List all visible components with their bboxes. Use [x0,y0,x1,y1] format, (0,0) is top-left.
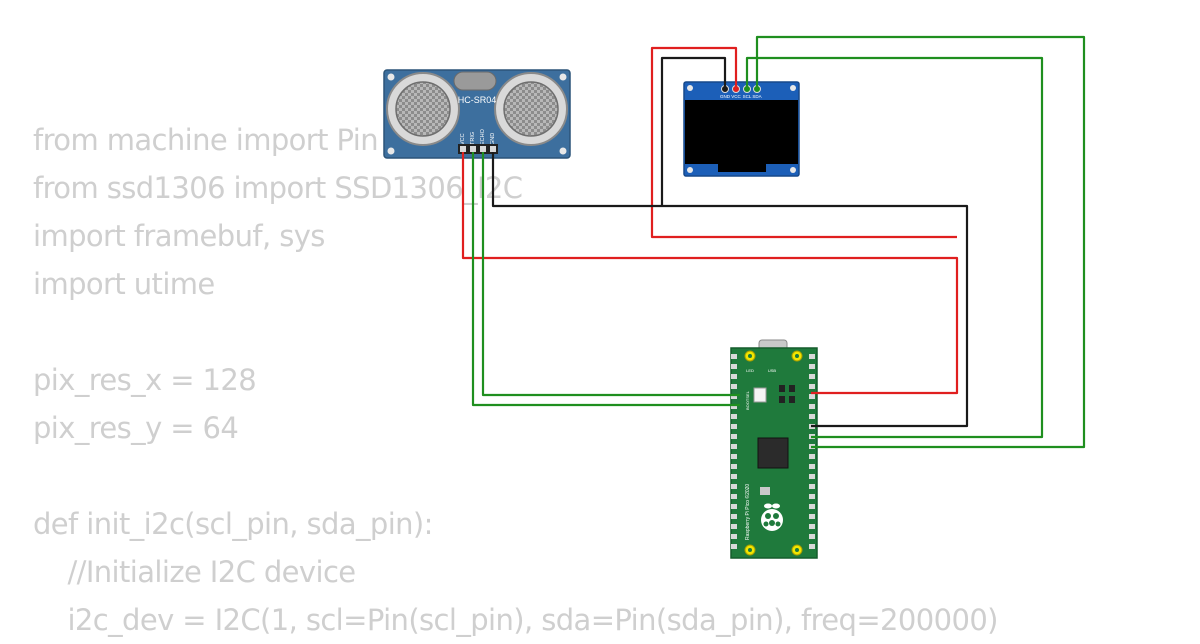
wire-oled-sda[interactable] [755,35,1086,449]
pin-label-trig: TRIG [470,132,476,145]
oled-pin-vcc: VCC [731,94,741,99]
pico-pin [809,454,815,459]
oled-display[interactable]: GND VCC SCL SDA [683,81,800,177]
pico-pin [731,504,737,509]
pico-pin [731,474,737,479]
pico-pin [731,514,737,519]
wire-sensor-vcc[interactable] [461,152,959,395]
rp2040-chip [757,437,789,469]
pico-pin [731,424,737,429]
pico-pin [731,384,737,389]
wire-oled-scl[interactable] [745,56,1044,439]
pico-pin [809,464,815,469]
pico-pin [731,354,737,359]
pico-pin [731,494,737,499]
sensor-label: HC-SR04 [458,95,497,105]
pico-board[interactable]: LED USB BOOTSEL Raspberry Pi Pico ©2020 [730,339,818,559]
wire-sensor-gnd[interactable] [491,152,969,428]
code-line: //Initialize I2C device [33,555,356,589]
pico-pin [809,544,815,549]
pico-pin [731,374,737,379]
bootsel-button[interactable] [753,387,767,403]
pico-pin [809,504,815,509]
oled-pin-scl: SCL [743,94,752,99]
transducer-left [386,72,460,146]
transducer-right [494,72,568,146]
wire-sensor-echo[interactable] [481,152,740,397]
pico-pin [731,414,737,419]
wires [461,35,1086,449]
bootsel-label: BOOTSEL [745,390,750,410]
pico-pin [731,534,737,539]
code-line: def init_i2c(scl_pin, sda_pin): [33,507,433,541]
pico-pin [731,364,737,369]
pico-pin [731,394,737,399]
wire-oled-gnd[interactable] [660,56,727,206]
pico-pin [731,444,737,449]
pico-pin [809,494,815,499]
wire-oled-vcc[interactable] [650,46,957,239]
pico-pin [809,354,815,359]
pico-pin [731,454,737,459]
code-line: pix_res_x = 128 [33,363,257,397]
pico-pin [809,394,815,399]
pico-pin [809,364,815,369]
pico-pin [731,544,737,549]
oled-screen [685,100,798,164]
code-line: from machine import Pin [33,123,379,157]
raspberry-logo-icon [761,503,783,531]
pico-pin [731,434,737,439]
pico-pin [809,524,815,529]
pico-pin [731,524,737,529]
pin-label-vcc: VCC [460,133,466,145]
usb-label: USB [768,368,777,373]
code-line: import framebuf, sys [33,219,325,253]
pico-pin [809,374,815,379]
pico-pin [731,484,737,489]
pico-pin [809,534,815,539]
oled-pin-sda: SDA [752,94,761,99]
pico-pin [809,474,815,479]
pin-label-echo: ECHO [480,128,486,145]
pico-pin [809,404,815,409]
code-line: import utime [33,267,215,301]
sensor-pin-header [458,144,498,154]
pico-pin [731,404,737,409]
ultrasonic-sensor[interactable]: HC-SR04 VCC TRIG ECHO GND [383,69,571,159]
pico-pin [809,514,815,519]
code-line: pix_res_y = 64 [33,411,239,445]
led-label: LED [746,368,754,373]
pico-pin [809,484,815,489]
pin-label-gnd: GND [490,133,496,145]
wire-sensor-trig[interactable] [471,152,740,407]
pico-pin [809,384,815,389]
oled-pin-gnd: GND [720,94,731,99]
pico-pin [731,464,737,469]
board-label: Raspberry Pi Pico ©2020 [744,484,751,540]
code-line: from ssd1306 import SSD1306_I2C [33,171,523,205]
pico-pin [809,414,815,419]
code-background: from machine import Pin from ssd1306 impo… [33,116,998,644]
circuit-diagram: HC-SR04 VCC TRIG ECHO GND G [383,35,1086,559]
